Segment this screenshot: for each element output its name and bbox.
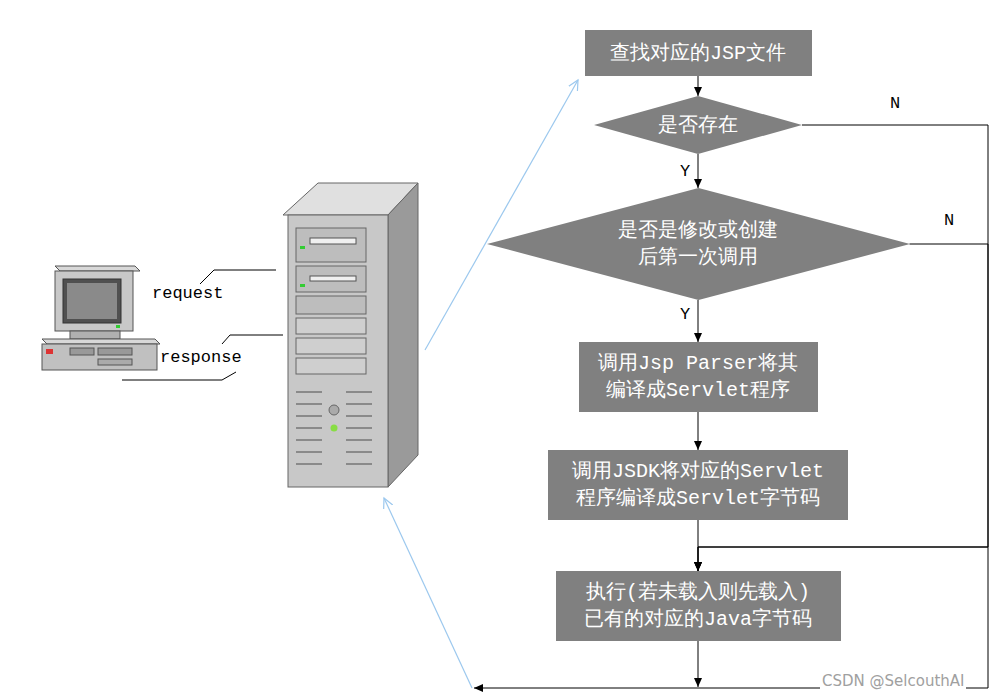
signal-label: response — [160, 349, 242, 368]
node-text: 查找对应的JSP文件 — [593, 40, 803, 67]
flow-arrow — [698, 412, 699, 450]
node-text: 执行(若未载入则先载入) 已有的对应的Java字节码 — [578, 579, 818, 633]
process-box: 查找对应的JSP文件 — [585, 30, 812, 76]
flow-line — [698, 641, 699, 687]
pc-icon — [42, 266, 160, 370]
edge-label: N — [944, 212, 954, 231]
flow-arrow — [698, 76, 699, 96]
flow-arrow — [698, 300, 699, 342]
watermark: CSDN @SelcouthAI — [820, 673, 966, 690]
diamond-shape — [487, 188, 910, 300]
node-text: 是否是修改或创建 后第一次调用 — [612, 217, 784, 271]
signal-label: request — [152, 285, 223, 304]
decision-diamond: 是否是修改或创建 后第一次调用 — [487, 188, 910, 300]
process-box: 执行(若未载入则先载入) 已有的对应的Java字节码 — [556, 571, 841, 641]
flow-arrow — [698, 154, 699, 188]
node-text: 调用Jsp Parser将其 编译成Servlet程序 — [591, 350, 805, 404]
process-box: 调用JSDK将对应的Servlet 程序编译成Servlet字节码 — [548, 450, 848, 520]
process-box: 调用Jsp Parser将其 编译成Servlet程序 — [579, 342, 818, 412]
edge-label: N — [890, 95, 900, 114]
decision-diamond: 是否存在 — [594, 96, 802, 154]
leader-line — [200, 270, 276, 284]
edge-label: Y — [680, 163, 690, 182]
node-text: 调用JSDK将对应的Servlet 程序编译成Servlet字节码 — [561, 458, 835, 512]
flow-line — [988, 547, 989, 688]
request-arrow — [425, 80, 578, 350]
server-tower — [283, 183, 418, 487]
response-arrow — [384, 498, 472, 688]
edge-label: Y — [680, 306, 690, 325]
leader-line — [122, 372, 236, 380]
node-text: 是否存在 — [653, 112, 743, 139]
leader-line — [222, 335, 283, 344]
